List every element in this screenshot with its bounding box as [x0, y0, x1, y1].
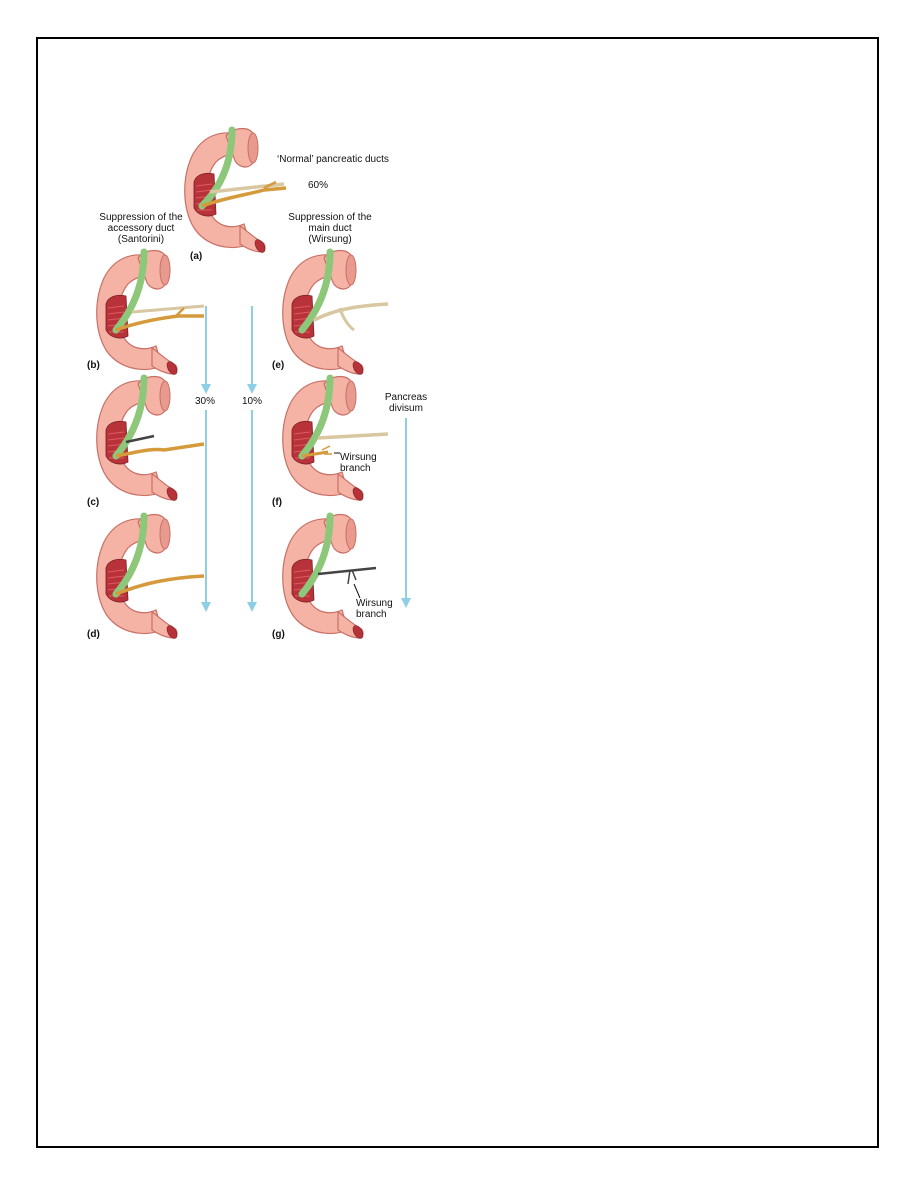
wirsung-branch-f-line-2: branch — [340, 463, 377, 474]
arrow-pancreas-divisum — [401, 418, 411, 608]
right-heading-line-1: Suppression of the — [280, 212, 380, 223]
wirsung-branch-label-f: Wirsung branch — [340, 452, 377, 474]
pancreas-divisum-label: Pancreas divisum — [380, 392, 432, 414]
right-heading: Suppression of the main duct (Wirsung) — [280, 212, 380, 245]
arrow-accessory-suppression — [201, 306, 211, 612]
wirsung-branch-f-line-1: Wirsung — [340, 452, 377, 463]
left-heading-line-1: Suppression of the — [78, 212, 204, 223]
wirsung-branch-label-g: Wirsung branch — [356, 598, 393, 620]
wirsung-branch-g-line-1: Wirsung — [356, 598, 393, 609]
panel-g-letter: (g) — [272, 629, 285, 640]
left-heading-line-3: (Santorini) — [78, 234, 204, 245]
panel-b-letter: (b) — [87, 360, 100, 371]
panel-a-letter: (a) — [190, 251, 202, 262]
panel-f-diagram — [283, 377, 388, 503]
panel-a-percent: 60% — [308, 180, 328, 191]
left-heading: Suppression of the accessory duct (Santo… — [78, 212, 204, 245]
panel-b-diagram — [97, 251, 204, 377]
panel-a-title: ‘Normal’ pancreatic ducts — [277, 154, 389, 165]
arrow-main-suppression — [247, 306, 257, 612]
left-heading-line-2: accessory duct — [78, 223, 204, 234]
right-heading-line-2: main duct — [280, 223, 380, 234]
panel-c-letter: (c) — [87, 497, 99, 508]
panel-f-letter: (f) — [272, 497, 282, 508]
panel-e-letter: (e) — [272, 360, 284, 371]
panel-g-diagram — [283, 515, 376, 641]
pancreas-divisum-line-1: Pancreas — [380, 392, 432, 403]
panel-c-diagram — [97, 377, 204, 503]
panel-d-letter: (d) — [87, 629, 100, 640]
right-heading-line-3: (Wirsung) — [280, 234, 380, 245]
left-percent: 30% — [195, 396, 215, 407]
right-percent: 10% — [242, 396, 262, 407]
panel-e-diagram — [283, 251, 388, 377]
pancreas-divisum-line-2: divisum — [380, 403, 432, 414]
wirsung-branch-g-line-2: branch — [356, 609, 393, 620]
panel-d-diagram — [97, 515, 204, 641]
